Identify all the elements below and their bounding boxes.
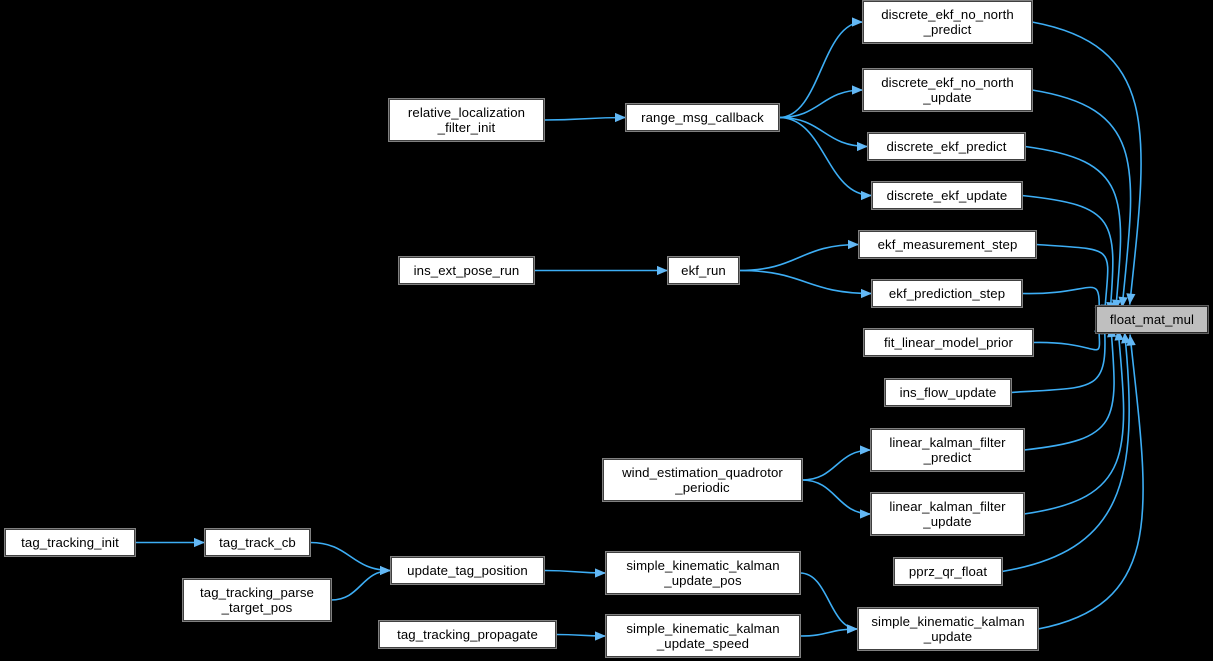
arrowhead-wind_estimation_quadrotor_periodic-to-linear_kalman_filter_update [860,509,871,519]
arrowhead-simple_kinematic_kalman_update_speed-to-simple_kinematic_kalman_update [847,624,858,634]
graph-node-ekf_measurement_step[interactable]: ekf_measurement_step [858,230,1037,259]
edge-simple_kinematic_kalman_update_pos-to-simple_kinematic_kalman_update [799,572,859,630]
arrowhead-pprz_qr_float-to-float_mat_mul [1121,332,1131,344]
arrowhead-tag_tracking_init-to-tag_track_cb [194,537,205,548]
edge-wind_estimation_quadrotor_periodic-to-linear_kalman_filter_update [801,479,872,515]
arrowhead-ekf_run-to-ekf_prediction_step [861,288,872,299]
arrowhead-simple_kinematic_kalman_update-to-float_mat_mul [1126,334,1136,346]
arrowhead-range_msg_callback-to-discrete_ekf_no_north_predict [852,17,863,27]
edge-tag_tracking_propagate-to-simple_kinematic_kalman_update_speed [555,633,607,637]
edge-range_msg_callback-to-discrete_ekf_no_north_predict [778,21,864,119]
edge-simple_kinematic_kalman_update_speed-to-simple_kinematic_kalman_update [799,628,859,637]
graph-node-tag_tracking_parse_target_pos[interactable]: tag_tracking_parse _target_pos [182,578,332,622]
graph-node-ins_ext_pose_run[interactable]: ins_ext_pose_run [398,256,535,285]
graph-node-ekf_prediction_step[interactable]: ekf_prediction_step [871,279,1023,308]
graph-node-discrete_ekf_no_north_predict[interactable]: discrete_ekf_no_north _predict [862,0,1033,44]
graph-node-discrete_ekf_update[interactable]: discrete_ekf_update [871,181,1023,210]
arrowhead-range_msg_callback-to-discrete_ekf_predict [857,141,868,152]
edge-linear_kalman_filter_update-to-float_mat_mul [1023,329,1125,515]
graph-node-range_msg_callback[interactable]: range_msg_callback [625,103,780,132]
graph-node-relative_localization_filter_init[interactable]: relative_localization _filter_init [388,98,545,142]
graph-node-discrete_ekf_predict[interactable]: discrete_ekf_predict [867,132,1026,161]
edge-range_msg_callback-to-discrete_ekf_no_north_update [778,89,864,119]
edge-fit_linear_model_prior-to-float_mat_mul [1032,320,1101,351]
graph-node-linear_kalman_filter_predict[interactable]: linear_kalman_filter _predict [870,428,1025,472]
arrowhead-tag_track_cb-to-update_tag_position [380,565,391,576]
edge-tag_track_cb-to-update_tag_position [309,541,392,572]
graph-node-linear_kalman_filter_update[interactable]: linear_kalman_filter _update [870,492,1025,536]
graph-node-ekf_run[interactable]: ekf_run [667,256,740,285]
edge-range_msg_callback-to-discrete_ekf_predict [778,116,869,148]
arrowhead-wind_estimation_quadrotor_periodic-to-linear_kalman_filter_predict [860,445,871,455]
edge-update_tag_position-to-simple_kinematic_kalman_update_pos [543,569,607,574]
graph-node-ins_flow_update[interactable]: ins_flow_update [884,378,1012,407]
edge-ekf_prediction_step-to-float_mat_mul [1021,286,1100,319]
edge-ekf_run-to-ekf_prediction_step [738,269,873,295]
graph-node-tag_track_cb[interactable]: tag_track_cb [204,528,311,557]
edge-relative_localization_filter_init-to-range_msg_callback [543,116,627,121]
edge-linear_kalman_filter_predict-to-float_mat_mul [1023,325,1115,451]
edge-tag_tracking_parse_target_pos-to-update_tag_position [330,569,392,601]
edge-discrete_ekf_no_north_predict-to-float_mat_mul [1031,21,1142,305]
graph-node-discrete_ekf_no_north_update[interactable]: discrete_ekf_no_north _update [862,68,1033,112]
edge-wind_estimation_quadrotor_periodic-to-linear_kalman_filter_predict [801,449,872,481]
edge-simple_kinematic_kalman_update-to-float_mat_mul [1037,334,1144,630]
edge-range_msg_callback-to-discrete_ekf_update [778,116,873,197]
graph-node-tag_tracking_init[interactable]: tag_tracking_init [4,528,136,557]
arrowhead-tag_tracking_propagate-to-simple_kinematic_kalman_update_speed [595,631,606,641]
arrowhead-update_tag_position-to-simple_kinematic_kalman_update_pos [595,568,606,578]
arrowhead-range_msg_callback-to-discrete_ekf_no_north_update [852,85,863,95]
graph-node-update_tag_position[interactable]: update_tag_position [390,556,545,585]
arrowhead-tag_tracking_parse_target_pos-to-update_tag_position [380,565,391,576]
arrowhead-simple_kinematic_kalman_update_pos-to-simple_kinematic_kalman_update [847,624,858,634]
arrowhead-range_msg_callback-to-discrete_ekf_update [861,190,872,201]
graph-node-wind_estimation_quadrotor_periodic[interactable]: wind_estimation_quadrotor _periodic [602,458,803,502]
arrowhead-ins_ext_pose_run-to-ekf_run [657,265,668,276]
arrowhead-ekf_run-to-ekf_measurement_step [848,239,859,250]
graph-node-simple_kinematic_kalman_update_pos[interactable]: simple_kinematic_kalman _update_pos [605,551,801,595]
graph-node-pprz_qr_float[interactable]: pprz_qr_float [893,557,1003,586]
graph-node-simple_kinematic_kalman_update[interactable]: simple_kinematic_kalman _update [857,607,1039,651]
edge-discrete_ekf_no_north_update-to-float_mat_mul [1031,89,1132,309]
arrowhead-discrete_ekf_no_north_predict-to-float_mat_mul [1126,293,1136,305]
graph-node-tag_tracking_propagate[interactable]: tag_tracking_propagate [378,620,557,649]
arrowhead-relative_localization_filter_init-to-range_msg_callback [615,112,626,123]
graph-node-float_mat_mul[interactable]: float_mat_mul [1095,305,1209,334]
graph-node-simple_kinematic_kalman_update_speed[interactable]: simple_kinematic_kalman _update_speed [605,614,801,658]
edge-discrete_ekf_predict-to-float_mat_mul [1024,145,1122,311]
graph-node-fit_linear_model_prior[interactable]: fit_linear_model_prior [863,328,1034,357]
edge-ekf_run-to-ekf_measurement_step [738,243,860,272]
